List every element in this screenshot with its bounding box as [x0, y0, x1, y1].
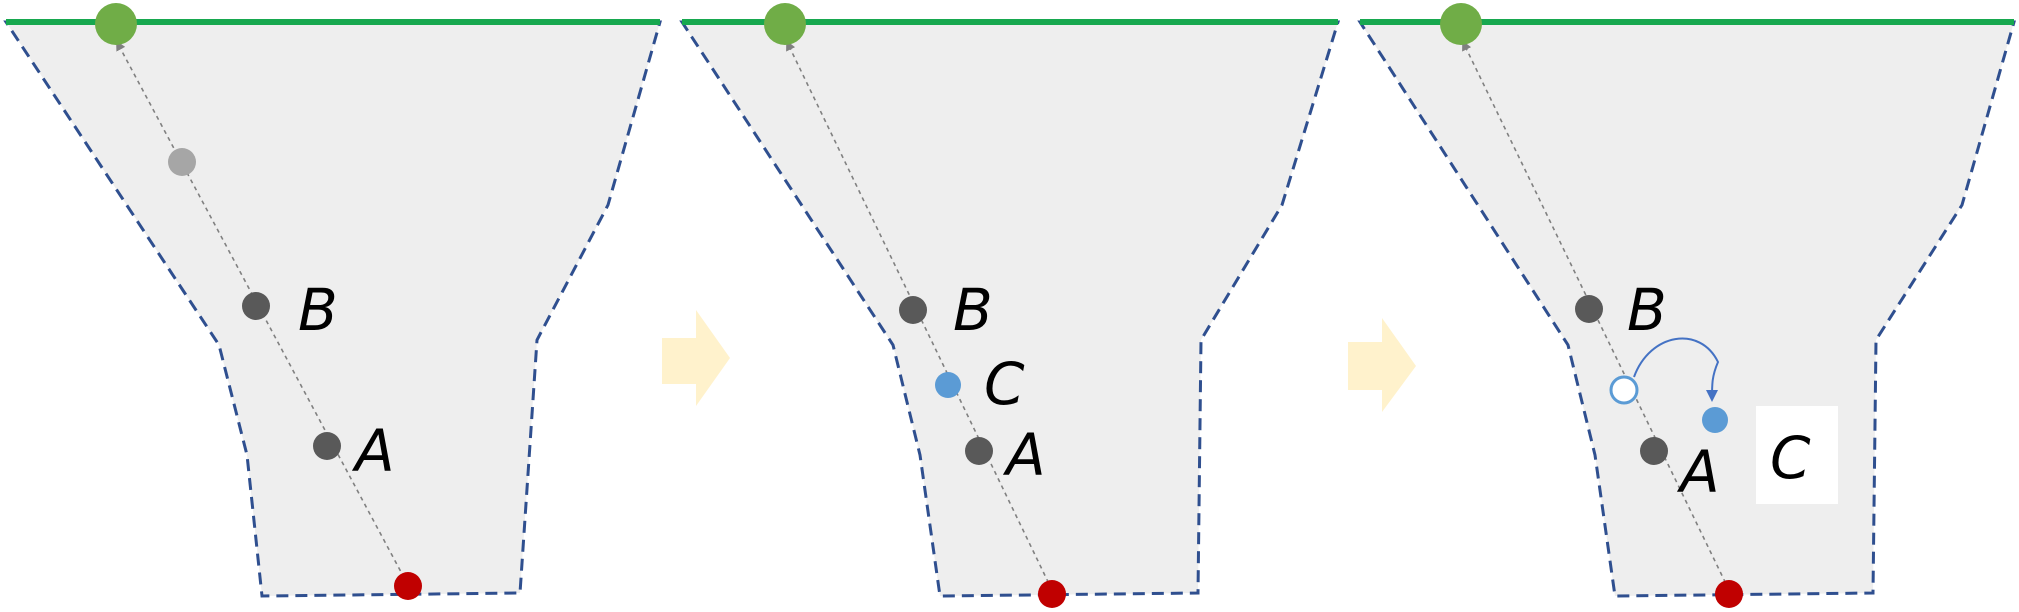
node-b [1575, 295, 1603, 323]
label-a: A [1002, 421, 1046, 489]
label-c: C [1770, 424, 1811, 492]
path-arrow [786, 40, 1053, 591]
step-arrow-1 [662, 310, 730, 406]
path-arrow [1462, 40, 1730, 591]
panel-3: B A C [1357, 3, 2016, 608]
node-a [965, 437, 993, 465]
goal-node [95, 3, 137, 45]
goal-node [1440, 3, 1482, 45]
start-node [1038, 580, 1066, 608]
step-arrow-2 [1348, 318, 1416, 412]
panel-2: B C A [679, 3, 1341, 608]
node-c [935, 372, 961, 398]
move-arrow [1633, 337, 1720, 402]
label-c-box [1756, 406, 1838, 504]
label-c: C [984, 350, 1025, 418]
node-a [1640, 437, 1668, 465]
region-shape [679, 20, 1341, 598]
label-b: B [298, 276, 338, 344]
panel-1: B A [3, 3, 662, 600]
start-node [394, 572, 422, 600]
node-a [313, 432, 341, 460]
label-b: B [953, 276, 993, 344]
region-shape [1357, 20, 2016, 598]
goal-node [764, 3, 806, 45]
node-b [899, 296, 927, 324]
label-a: A [1676, 438, 1720, 506]
label-b: B [1627, 276, 1667, 344]
label-a: A [351, 417, 395, 485]
node-b [242, 292, 270, 320]
empty-node [1609, 375, 1639, 405]
faded-node [168, 148, 196, 176]
node-c [1702, 407, 1728, 433]
start-node [1715, 580, 1743, 608]
